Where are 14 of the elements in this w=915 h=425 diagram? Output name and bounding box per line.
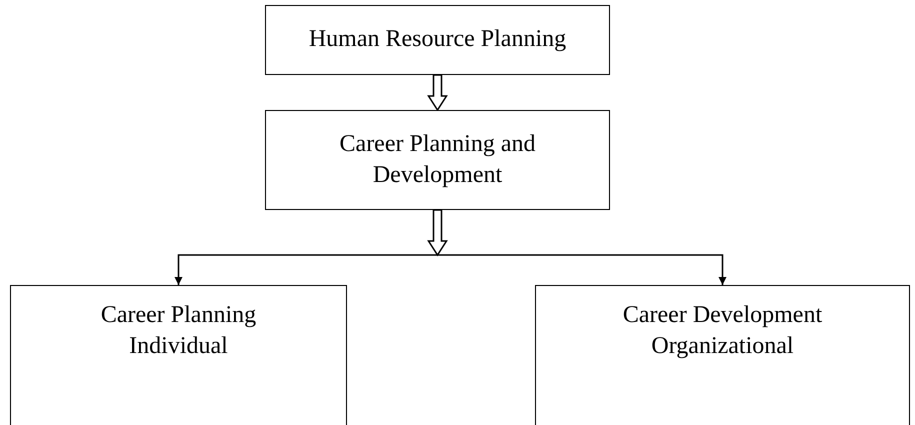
box-label: Individual	[129, 332, 228, 362]
process-box	[265, 5, 610, 75]
process-box	[265, 110, 610, 210]
block-arrow	[427, 74, 448, 112]
arrow	[438, 254, 726, 285]
block-arrow	[427, 209, 448, 256]
box-label: Human Resource Planning	[308, 25, 566, 54]
box-label: Career Planning	[100, 301, 256, 330]
process-box	[535, 285, 910, 425]
box-label: Career Development	[622, 301, 822, 330]
process-box	[10, 285, 347, 425]
box-label: Organizational	[651, 332, 794, 362]
arrow	[174, 254, 438, 285]
box-label: Career Planning and Development	[338, 130, 536, 190]
